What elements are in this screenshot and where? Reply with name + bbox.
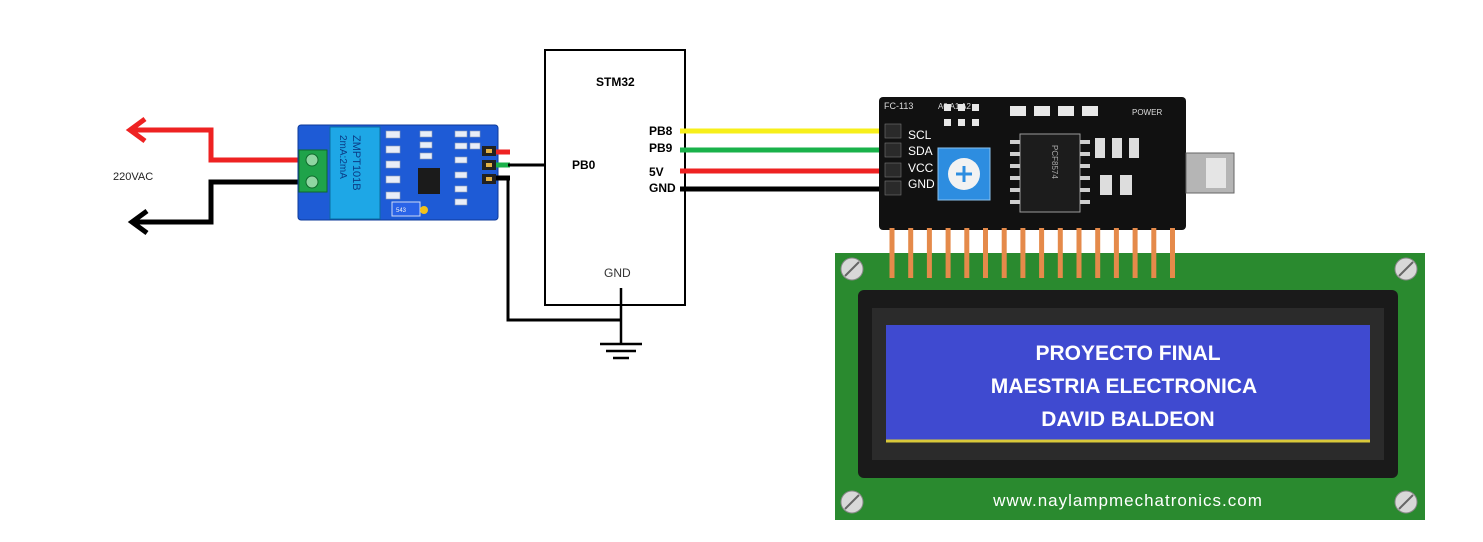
pin-pb8-label: PB8 (649, 124, 673, 138)
stm32-block: STM32 PB0 PB8 PB9 5V GND GND (544, 49, 686, 306)
sensor-badge-label: 543 (396, 208, 407, 214)
i2c-address-label: A0 A1 A2 (938, 102, 971, 111)
lcd-screws (840, 257, 1418, 514)
pin-pb9-label: PB9 (649, 141, 673, 155)
sensor-model-label: ZMPT101B (350, 135, 362, 191)
zmpt101b-sensor-module: ZMPT101B 2mA:2mA 543 (297, 124, 499, 221)
lcd-display-module: PROYECTO FINAL MAESTRIA ELECTRONICA DAVI… (835, 228, 1425, 520)
i2c-pin-scl: SCL (908, 128, 932, 142)
ac-source-label: 220VAC (113, 171, 153, 183)
i2c-chip-label: PCF8574 (1050, 145, 1059, 179)
ground-symbol (600, 288, 642, 360)
pin-5v-label: 5V (649, 165, 664, 179)
lcd-line-2: MAESTRIA ELECTRONICA (991, 375, 1257, 398)
sensor-rating-label: 2mA:2mA (337, 135, 348, 179)
lcd-line-3: DAVID BALDEON (1041, 408, 1214, 431)
i2c-pin-sda: SDA (908, 144, 933, 158)
i2c-backpack-module: FC-113 A0 A1 A2 POWER SCL SDA VCC GND (879, 97, 1235, 230)
pin-pb0-label: PB0 (572, 158, 596, 172)
ac-neutral-wire (127, 179, 300, 236)
sensor-ground-wire (506, 178, 621, 322)
stm32-title: STM32 (596, 75, 635, 89)
i2c-pin-gnd: GND (908, 177, 935, 191)
lcd-website-label: www.naylampmechatronics.com (992, 491, 1263, 510)
pin-gnd-label: GND (649, 181, 676, 195)
ac-line-wire (125, 116, 300, 163)
i2c-board-id-label: FC-113 (884, 101, 913, 111)
stm32-gnd-label: GND (604, 266, 631, 280)
i2c-pin-vcc: VCC (908, 161, 934, 175)
i2c-power-label: POWER (1132, 108, 1162, 117)
lcd-line-1: PROYECTO FINAL (1035, 342, 1220, 365)
